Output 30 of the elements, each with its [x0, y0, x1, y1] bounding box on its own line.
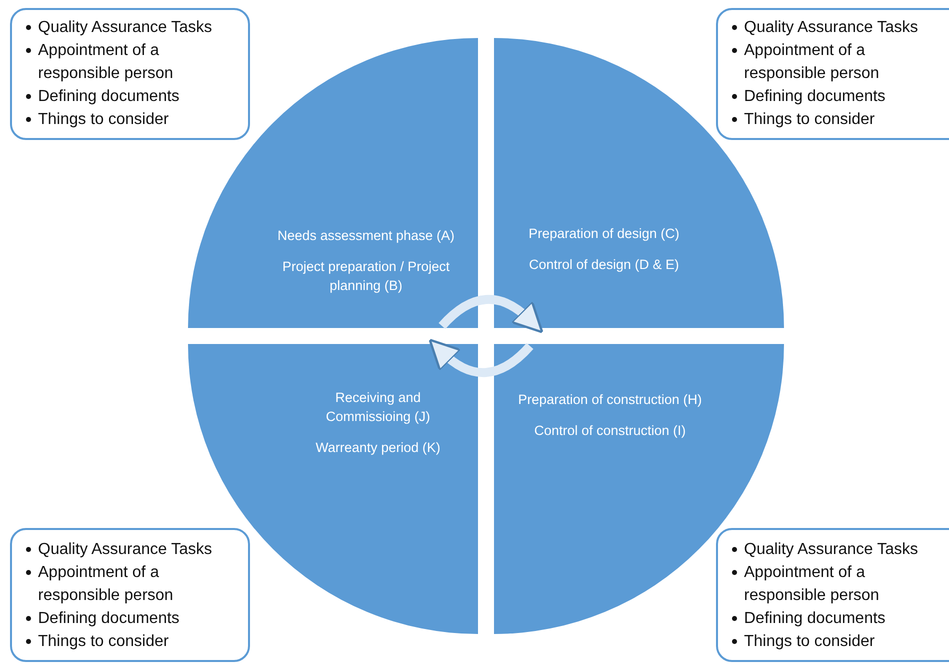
- list-item: Things to consider: [744, 110, 875, 130]
- list-item: Quality Assurance Tasks: [38, 540, 212, 560]
- list-item: Appointment of a responsible person: [38, 563, 174, 606]
- phase-label: Control of design (D & E): [528, 256, 680, 274]
- phase-label: Receiving and Commissioing (J): [324, 389, 432, 426]
- phase-label: Warreanty period (K): [314, 439, 442, 457]
- list-item: Defining documents: [744, 87, 886, 107]
- list-item: Appointment of a responsible person: [38, 41, 174, 84]
- text-panel: [716, 528, 949, 662]
- list-item: Quality Assurance Tasks: [744, 540, 918, 560]
- phase-label: Needs assessment phase (A): [276, 227, 456, 245]
- list-item: Appointment of a responsible person: [744, 563, 880, 606]
- list-item: Defining documents: [38, 609, 180, 629]
- list-item: Quality Assurance Tasks: [38, 18, 212, 38]
- phase-label: Preparation of construction (H): [517, 391, 703, 409]
- list-item: Defining documents: [744, 609, 886, 629]
- phase-label: Project preparation / Project planning (B): [281, 258, 451, 295]
- text-panel: [10, 528, 250, 662]
- list-item: Things to consider: [38, 110, 169, 130]
- list-item: Things to consider: [38, 632, 169, 652]
- phase-label: Control of construction (I): [533, 422, 687, 440]
- curved-arrow: [438, 295, 544, 333]
- list-item: Appointment of a responsible person: [744, 41, 880, 84]
- list-item: Quality Assurance Tasks: [744, 18, 918, 38]
- curved-arrow: [428, 339, 534, 377]
- list-item: Defining documents: [38, 87, 180, 107]
- phase-label: Preparation of design (C): [528, 225, 680, 243]
- list-item: Things to consider: [744, 632, 875, 652]
- text-panel: [10, 8, 250, 140]
- text-panel: [716, 8, 949, 140]
